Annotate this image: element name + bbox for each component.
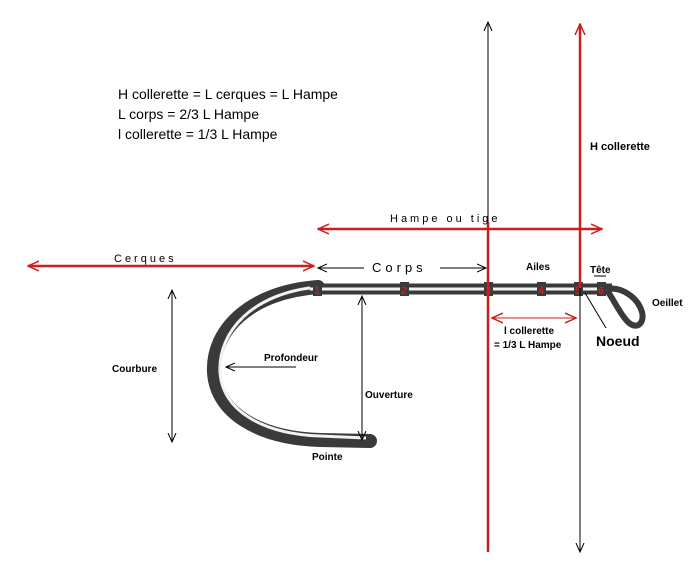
noeud-pointer: [584, 292, 607, 329]
h-collerette-label: H collerette: [590, 141, 650, 153]
segment-box-4: [537, 282, 546, 296]
formula-line-2: L corps = 2/3 L Hampe: [118, 106, 259, 122]
segment-2: 2: [401, 285, 407, 297]
noeud-label: Noeud: [596, 333, 640, 349]
segment-box-1: [313, 282, 322, 296]
formula-line-1: H collerette = L cerques = L Hampe: [118, 86, 338, 102]
tete-label: Tête: [590, 265, 611, 276]
segment-6: 6: [598, 285, 604, 297]
segment-box-5: [574, 282, 583, 296]
formula-line-3: l collerette = 1/3 L Hampe: [118, 126, 278, 142]
segment-5: 5: [575, 285, 581, 297]
l-collerette-label: l collerette: [504, 326, 554, 337]
segment-box-6: [597, 282, 606, 296]
hampe-label: Hampe ou tige: [390, 213, 501, 225]
cerques-label: Cerques: [114, 253, 177, 265]
ouverture-label: Ouverture: [365, 390, 413, 401]
corps-label: Corps: [372, 260, 427, 275]
hook-shape: [206, 280, 646, 448]
profondeur-label: Profondeur: [264, 353, 318, 364]
ailes-label: Ailes: [526, 262, 550, 273]
segment-box-2: [400, 282, 409, 296]
oeillet-label: Oeillet: [652, 298, 683, 309]
l-collerette-ratio: = 1/3 L Hampe: [494, 340, 562, 351]
segment-1: 1: [314, 285, 320, 297]
segment-4: 4: [538, 285, 545, 297]
courbure-label: Courbure: [112, 364, 157, 375]
pointe-label: Pointe: [312, 452, 343, 463]
